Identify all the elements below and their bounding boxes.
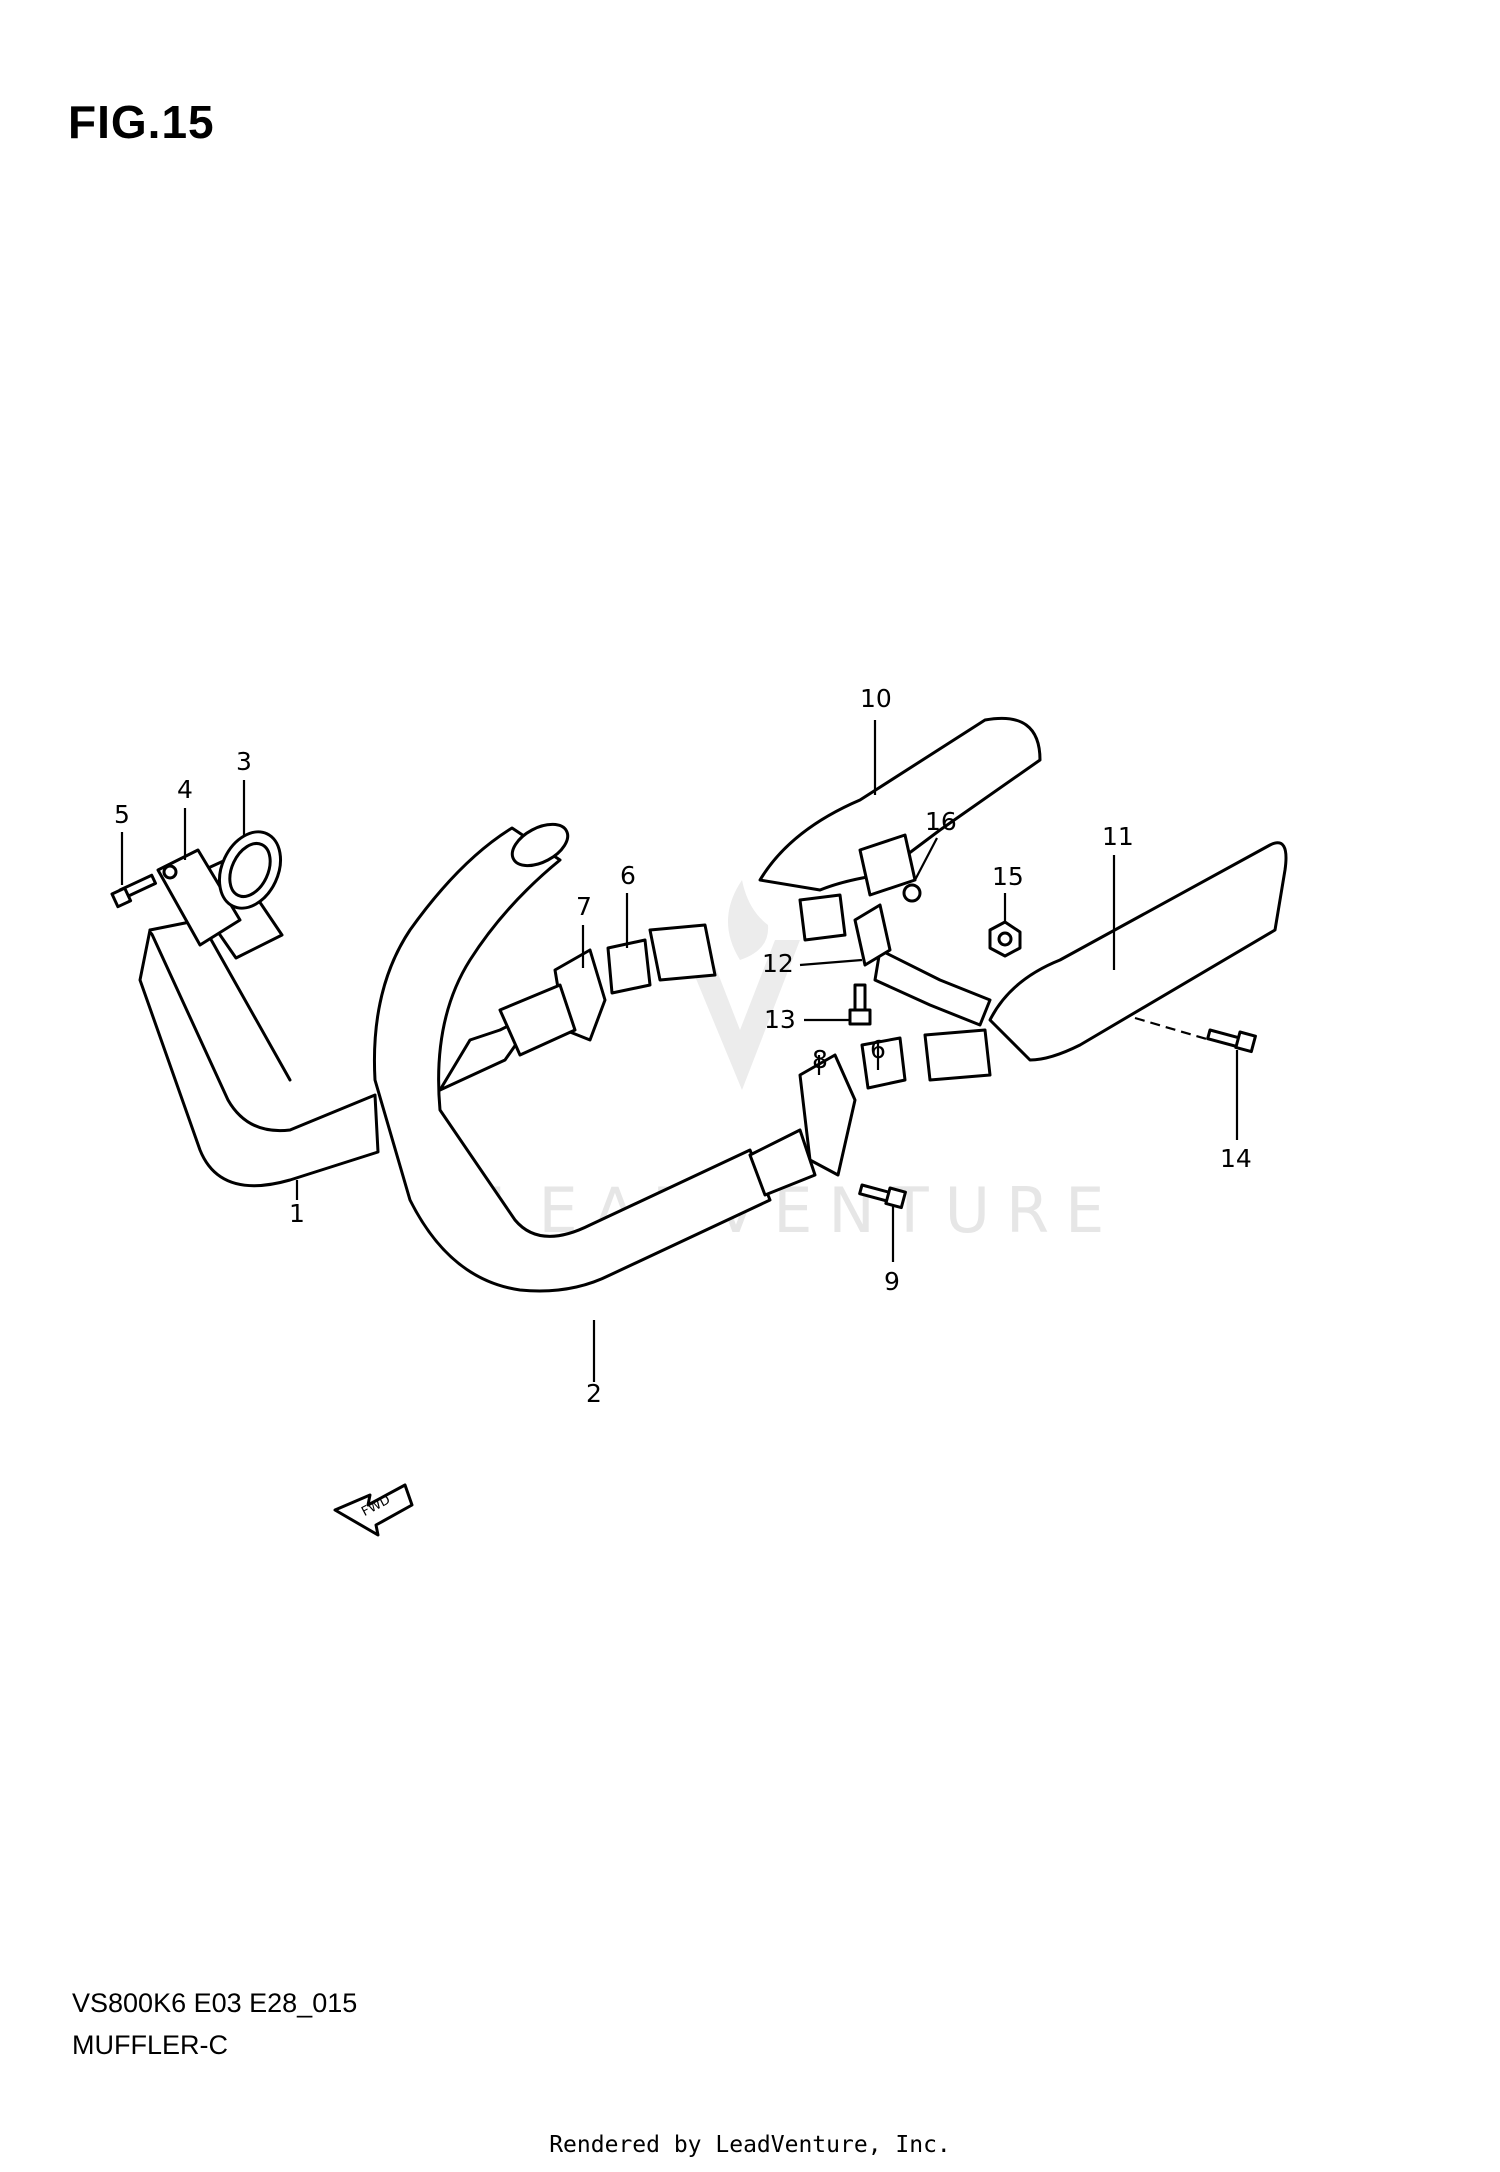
joint-bolt [848,983,872,1026]
connector-sleeve-upper [606,938,652,995]
pipe-clamp-upper [498,948,607,1057]
flange-bolt [110,873,158,909]
callout-10: 10 [860,684,892,713]
callout-5: 5 [114,800,130,829]
callout-16: 16 [925,807,957,836]
clamp-bolt [858,1183,907,1210]
render-credit: Rendered by LeadVenture, Inc. [549,2132,951,2158]
callout-7: 7 [576,892,592,921]
connector-sleeve-lower [860,1036,907,1090]
callout-6-upper: 6 [620,861,636,890]
model-code: VS800K6 E03 E28_015 [72,1988,358,2018]
callout-4: 4 [177,775,193,804]
callout-14: 14 [1220,1144,1252,1173]
callout-6-lower: 6 [870,1035,886,1064]
callout-15: 15 [992,862,1024,891]
muffler-nut [988,920,1022,958]
callout-3: 3 [236,747,252,776]
figure-title: FIG.15 [68,96,215,148]
pipe-clamp-lower [748,1053,857,1197]
forward-arrow-icon: FWD [333,1483,414,1537]
callout-8: 8 [812,1045,828,1074]
callout-1: 1 [289,1199,305,1228]
figure-name: MUFFLER-C [72,2030,228,2060]
exhaust-gasket [218,830,282,910]
lower-muffler [873,841,1288,1082]
callout-12: 12 [762,949,794,978]
front-exhaust-pipe [138,856,380,1188]
muffler-joint-clamp [853,903,892,967]
callout-11: 11 [1102,822,1134,851]
upper-muffler [648,716,1042,982]
muffler-mount-bolt [1206,1028,1257,1054]
callout-13: 13 [764,1005,796,1034]
callout-2: 2 [586,1379,602,1408]
callout-numbers: 1 2 3 4 5 6 6 7 8 9 10 11 12 13 14 15 16 [114,684,1252,1408]
leader-lines [120,720,1239,1382]
callout-9: 9 [884,1267,900,1296]
